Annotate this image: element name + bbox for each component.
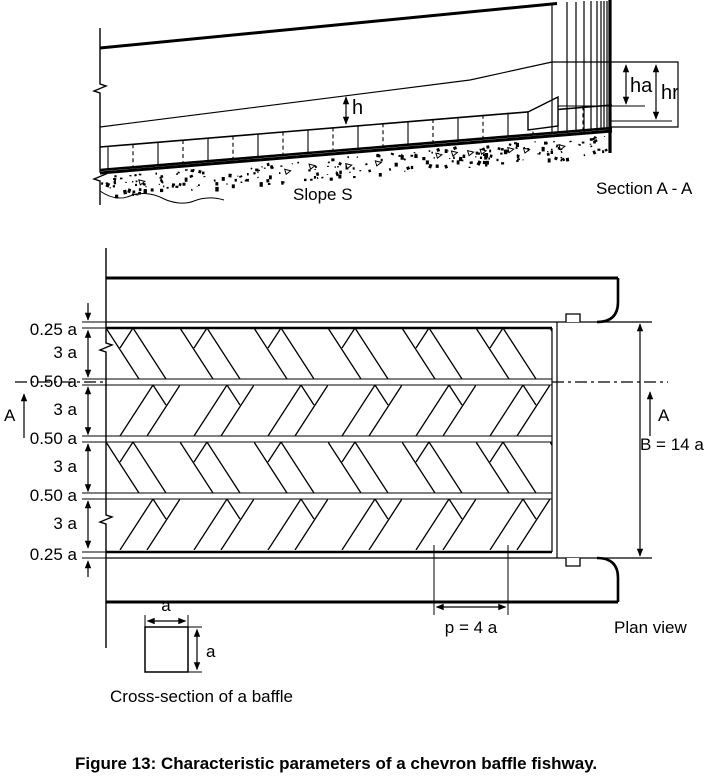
left-dimension-column: [82, 303, 106, 577]
chevron-band-1: [106, 328, 552, 379]
baffle-base-line: [99, 126, 613, 172]
floor-line: [99, 129, 613, 175]
p-dimension: [433, 545, 509, 615]
chevron-band-3: [106, 442, 552, 493]
section-view-drawing: h ha hr Slope S Section A - A: [92, 0, 693, 205]
plan-view-drawing: 0.25 a 3 a 0.50 a 3 a 0.50 a 3 a 0.50 a …: [4, 248, 704, 706]
label-water-depth: h: [352, 97, 363, 119]
row-dim-label: 3 a: [53, 457, 77, 476]
extension-ticks: [82, 321, 106, 559]
label-baffle-pitch: p = 4 a: [445, 618, 498, 637]
rack-bars: [551, 1, 608, 134]
row-dim-label: 0.50 a: [30, 429, 78, 448]
chevron-band-4: [106, 499, 552, 550]
baffle-crest-line: [99, 104, 613, 148]
head-box-outline: [552, 61, 679, 128]
bottom-notch: [565, 558, 581, 567]
top-wall-line: [99, 2, 558, 50]
label-baffle-height: a: [206, 642, 216, 661]
row-dim-label: 0.50 a: [30, 372, 78, 391]
top-notch: [565, 313, 581, 322]
baffle-separators: [107, 106, 584, 170]
field-end-lines: [551, 322, 558, 558]
label-cross-section-title: Cross-section of a baffle: [110, 687, 293, 706]
end-sill: [527, 95, 559, 131]
label-cut-right: A: [658, 406, 670, 425]
upstream-cut-line: [92, 28, 108, 205]
label-slope: Slope S: [293, 185, 353, 204]
label-residual-head: hr: [661, 82, 679, 104]
row-dim-label: 3 a: [53, 514, 77, 533]
row-dim-label: 0.50 a: [30, 486, 78, 505]
row-dim-label: 3 a: [53, 400, 77, 419]
label-plan-title: Plan view: [614, 618, 687, 637]
label-baffle-width: a: [161, 596, 171, 615]
cross-section-extension-lines: [144, 615, 202, 673]
baffle-cross-section: [144, 615, 202, 673]
figure-caption: Figure 13: Characteristic parameters of …: [75, 754, 597, 774]
label-channel-width: B = 14 a: [640, 435, 704, 454]
label-cut-left: A: [4, 406, 16, 425]
row-dim-label: 3 a: [53, 343, 77, 362]
baffle-row-profile: [99, 95, 613, 175]
label-drop-head: ha: [630, 75, 653, 97]
section-cut-markers: [20, 391, 654, 438]
ground-edge-squiggle: [99, 190, 225, 204]
p-extension-lines: [433, 545, 509, 615]
bottom-right-flare: [596, 556, 620, 602]
baffle-square: [144, 626, 189, 673]
row-dim-label: 0.25 a: [30, 320, 78, 339]
water-surface-line: [99, 61, 553, 128]
label-section-title: Section A - A: [596, 179, 693, 198]
top-right-flare: [596, 278, 620, 324]
ground-hatching: [99, 135, 608, 204]
outlet-rack: [551, 0, 612, 153]
row-dim-label: 0.25 a: [30, 545, 78, 564]
section-dimensions: [342, 64, 660, 125]
chevron-band-2: [106, 385, 552, 436]
figure-caption-text: Figure 13: Characteristic parameters of …: [75, 754, 598, 773]
